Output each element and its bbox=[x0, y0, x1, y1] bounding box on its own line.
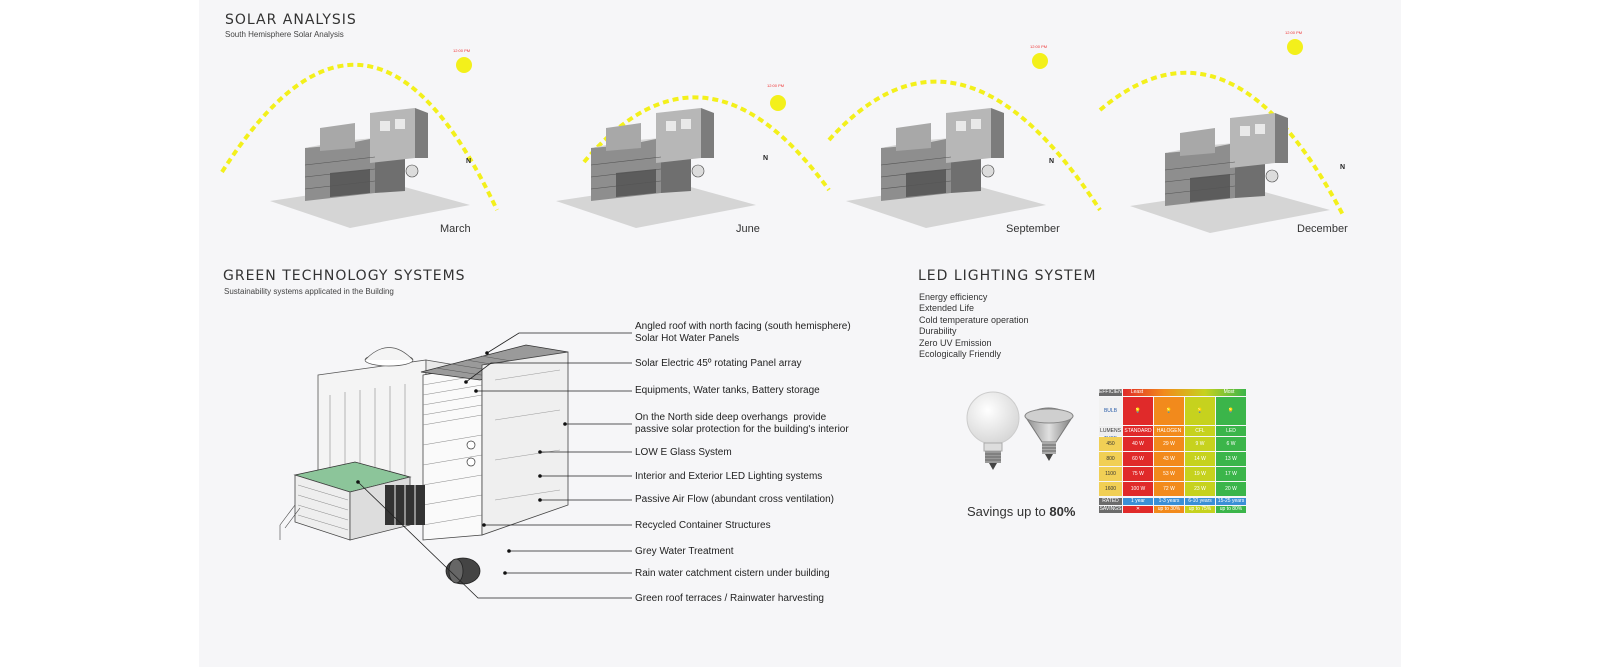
watt-cell: 29 W bbox=[1154, 437, 1184, 451]
noon-label-december: 12:00 PM bbox=[1285, 30, 1303, 35]
savings-value: 80% bbox=[1049, 504, 1076, 519]
label-rain-water: Rain water catchment cistern under build… bbox=[635, 568, 830, 579]
sun-path-september bbox=[827, 79, 1102, 212]
label-solar-electric: Solar Electric 45º rotating Panel array bbox=[635, 358, 802, 369]
watt-cell: 6 W bbox=[1216, 437, 1246, 451]
efficiency-most: Most bbox=[1223, 389, 1235, 395]
led-feature-energy: Energy efficiency bbox=[919, 292, 988, 302]
label-passive-air: Passive Air Flow (abundant cross ventila… bbox=[635, 494, 834, 505]
north-marker-december: N bbox=[1340, 164, 1346, 171]
rated-life-label: RATED LIFE bbox=[1099, 498, 1122, 511]
watt-cell: 23 W bbox=[1185, 482, 1215, 496]
sun-path-december bbox=[1098, 70, 1345, 216]
label-solar-hot-water: Angled roof with north facing (south hem… bbox=[635, 321, 851, 344]
led-feature-uv: Zero UV Emission bbox=[919, 338, 992, 348]
rated-life-cell: 1-3 years bbox=[1154, 498, 1184, 505]
north-marker-june: N bbox=[763, 155, 769, 162]
savings-prefix: Savings up to bbox=[967, 504, 1050, 519]
savings-cell: up to 80% bbox=[1216, 506, 1246, 513]
led-feature-eco: Ecologically Friendly bbox=[919, 349, 1002, 359]
building-december bbox=[1129, 112, 1331, 234]
lumens-1600: 1600 bbox=[1099, 482, 1122, 496]
label-equipments: Equipments, Water tanks, Battery storage bbox=[635, 385, 820, 396]
watt-cell: 20 W bbox=[1216, 482, 1246, 496]
label-led-lighting: Interior and Exterior LED Lighting syste… bbox=[635, 471, 823, 482]
led-system-title: LED LIGHTING SYSTEM bbox=[918, 268, 1097, 284]
savings-cell: up to 30% bbox=[1154, 506, 1184, 513]
bulb-type-label: BULB TYPE bbox=[1099, 397, 1122, 442]
sun-june bbox=[770, 95, 786, 111]
month-label-march: March bbox=[440, 223, 471, 235]
globe-bulb-icon bbox=[966, 391, 1020, 470]
north-marker-march: N bbox=[466, 158, 472, 165]
rated-life-cell: 1 year bbox=[1123, 498, 1153, 505]
bulb-icon-standard: 💡 bbox=[1123, 397, 1153, 425]
watt-cell: 72 W bbox=[1154, 482, 1184, 496]
noon-label-september: 12:00 PM bbox=[1030, 44, 1048, 49]
column-standard: STANDARD bbox=[1123, 426, 1153, 436]
watt-cell: 53 W bbox=[1154, 467, 1184, 481]
savings-label: SAVINGS bbox=[1099, 506, 1122, 513]
sun-march bbox=[456, 57, 472, 73]
noon-label-june: 12:00 PM bbox=[767, 83, 785, 88]
month-label-september: September bbox=[1006, 223, 1060, 235]
label-overhangs: On the North side deep overhangs provide… bbox=[635, 412, 849, 435]
solar-diagrams bbox=[220, 39, 1345, 234]
green-tech-subtitle: Sustainability systems applicated in the… bbox=[224, 287, 394, 296]
column-halogen: HALOGEN bbox=[1154, 426, 1184, 436]
led-feature-durability: Durability bbox=[919, 326, 957, 336]
rated-life-cell: 6-10 years bbox=[1185, 498, 1215, 505]
bulb-illustrations bbox=[966, 391, 1074, 470]
label-low-e-glass: LOW E Glass System bbox=[635, 447, 732, 458]
bulb-icon-cfl: 💡 bbox=[1185, 397, 1215, 425]
lumens-800: 800 bbox=[1099, 452, 1122, 466]
north-marker-september: N bbox=[1049, 158, 1055, 165]
month-label-december: December bbox=[1297, 223, 1348, 235]
lumens-label: LUMENS bbox=[1099, 426, 1122, 436]
rated-life-cell: 15-25 years bbox=[1216, 498, 1246, 505]
savings-cell: ✕ bbox=[1123, 506, 1153, 513]
watt-cell: 19 W bbox=[1185, 467, 1215, 481]
lumens-1100: 1100 bbox=[1099, 467, 1122, 481]
building-axonometric bbox=[279, 332, 632, 599]
led-feature-life: Extended Life bbox=[919, 303, 975, 313]
watt-cell: 40 W bbox=[1123, 437, 1153, 451]
solar-analysis-subtitle: South Hemisphere Solar Analysis bbox=[225, 30, 344, 39]
bulb-icon-led: 💡 bbox=[1216, 397, 1246, 425]
efficiency-gradient bbox=[1123, 389, 1246, 396]
lumens-450: 450 bbox=[1099, 437, 1122, 451]
solar-analysis-title: SOLAR ANALYSIS bbox=[225, 12, 357, 28]
watt-cell: 75 W bbox=[1123, 467, 1153, 481]
label-green-roof: Green roof terraces / Rainwater harvesti… bbox=[635, 593, 824, 604]
label-grey-water: Grey Water Treatment bbox=[635, 546, 734, 557]
savings-text: Savings up to 80% bbox=[967, 504, 1075, 519]
watt-cell: 17 W bbox=[1216, 467, 1246, 481]
reflector-bulb-icon bbox=[1024, 407, 1074, 461]
sun-september bbox=[1032, 53, 1048, 69]
watt-cell: 60 W bbox=[1123, 452, 1153, 466]
green-tech-title: GREEN TECHNOLOGY SYSTEMS bbox=[223, 268, 466, 284]
savings-cell: up to 75% bbox=[1185, 506, 1215, 513]
watt-cell: 100 W bbox=[1123, 482, 1153, 496]
bulb-icon-halogen: 💡 bbox=[1154, 397, 1184, 425]
led-feature-cold: Cold temperature operation bbox=[919, 315, 1029, 325]
efficiency-least: Least bbox=[1130, 389, 1144, 395]
watt-cell: 43 W bbox=[1154, 452, 1184, 466]
noon-label-march: 12:00 PM bbox=[453, 48, 471, 53]
column-led: LED bbox=[1216, 426, 1246, 436]
column-cfl: CFL bbox=[1185, 426, 1215, 436]
watt-cell: 14 W bbox=[1185, 452, 1215, 466]
watt-cell: 13 W bbox=[1216, 452, 1246, 466]
sun-december bbox=[1287, 39, 1303, 55]
month-label-june: June bbox=[736, 223, 760, 235]
label-recycled-container: Recycled Container Structures bbox=[635, 520, 771, 531]
watt-cell: 9 W bbox=[1185, 437, 1215, 451]
efficiency-header: EFFICIENCY bbox=[1099, 389, 1129, 396]
